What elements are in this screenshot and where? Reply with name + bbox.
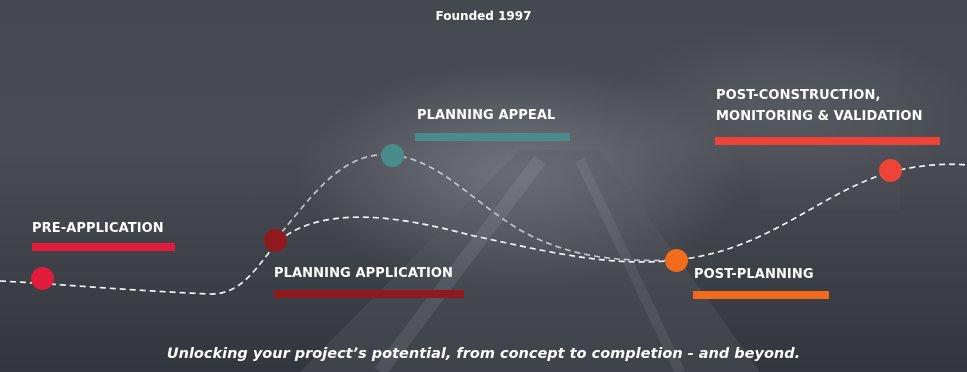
post-construction-marker — [879, 159, 902, 182]
planning-application-bar — [274, 290, 464, 298]
pre-application-bar — [32, 243, 175, 251]
tagline-text: Unlocking your project’s potential, from… — [166, 346, 801, 362]
post-construction-label-line1: POST-CONSTRUCTION, — [716, 88, 881, 103]
main-journey-line — [0, 163, 967, 295]
pre-application-marker — [31, 267, 54, 290]
planning-appeal-bar — [415, 133, 570, 141]
pre-application-label: PRE-APPLICATION — [32, 221, 164, 236]
post-planning-label: POST-PLANNING — [694, 267, 814, 282]
planning-application-label: PLANNING APPLICATION — [274, 266, 454, 281]
planning-application-marker — [264, 229, 287, 252]
planning-appeal-marker — [381, 144, 404, 167]
appeal-branch-line — [274, 153, 677, 262]
post-planning-bar — [693, 291, 829, 299]
post-planning-marker — [665, 249, 688, 272]
planning-appeal-label: PLANNING APPEAL — [417, 108, 556, 123]
post-construction-bar — [715, 137, 940, 145]
founded-text: Founded 1997 — [435, 9, 532, 23]
post-construction-label-line2: MONITORING & VALIDATION — [716, 109, 923, 124]
